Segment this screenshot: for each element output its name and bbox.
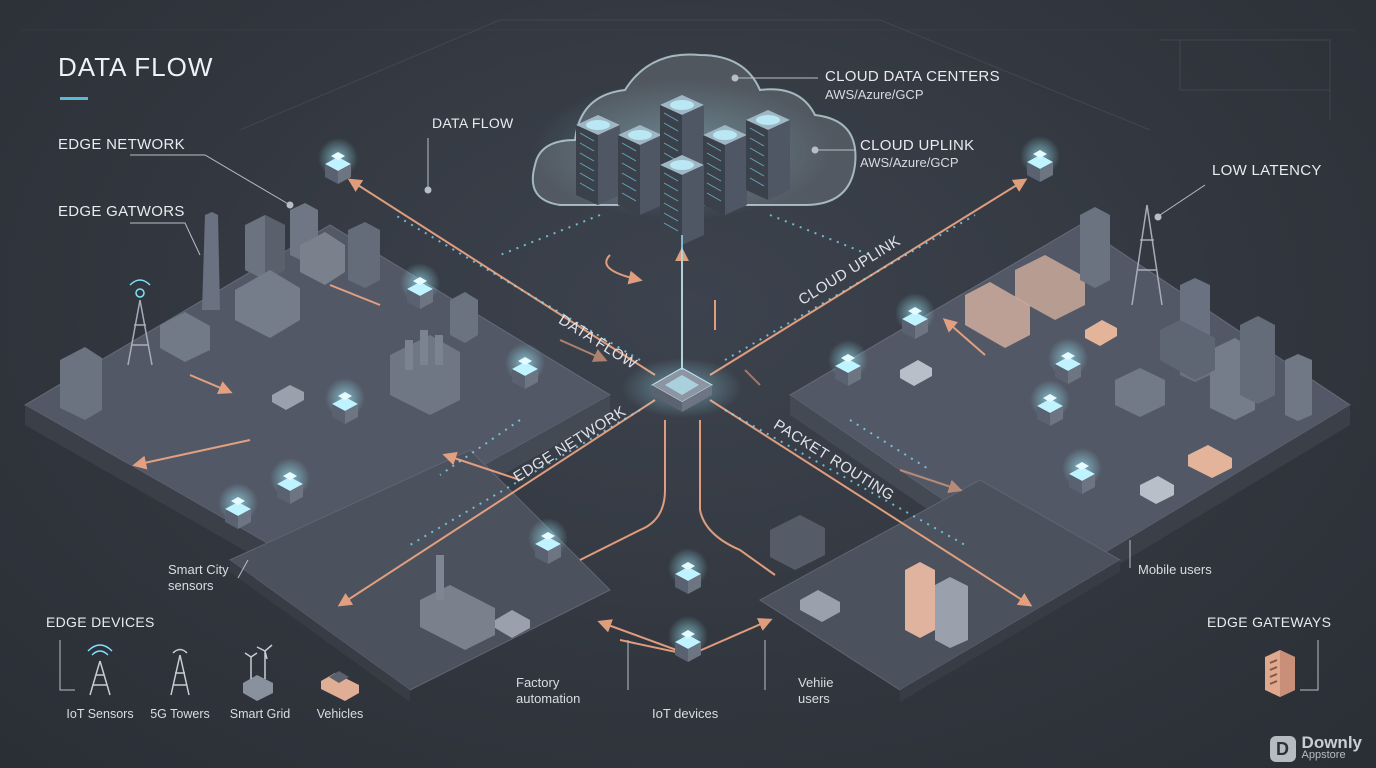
edge-node-icon: [1062, 448, 1102, 494]
edge-node-icon: [1020, 136, 1060, 182]
edge-node-icon: [1048, 338, 1088, 384]
page-title: DATA FLOW: [58, 52, 214, 82]
label-low-latency: LOW LATENCY: [1212, 162, 1322, 179]
server-rack: [618, 125, 662, 215]
right-lower-buildings: [770, 515, 968, 648]
right-buildings: [900, 204, 1312, 504]
label-factory-automation: Factory automation: [516, 675, 580, 707]
central-hub: [622, 358, 742, 418]
edge-nodes: [218, 136, 1102, 662]
left-buildings: [60, 203, 478, 420]
edge-node-icon: [318, 138, 358, 184]
watermark-text: Downly Appstore: [1301, 733, 1362, 762]
label-cloud-data-centers: CLOUD DATA CENTERS: [825, 68, 1000, 85]
label-vehicle-line1: Vehiie: [798, 675, 834, 690]
watermark: D Downly Appstore: [1269, 733, 1362, 762]
server-rack: [660, 155, 704, 245]
watermark-name: Downly: [1301, 733, 1362, 752]
cloud-server-racks: [576, 95, 790, 245]
left-tower-icon: [127, 279, 153, 366]
edge-node-icon: [1030, 380, 1070, 426]
car-icon: [321, 671, 359, 701]
label-vehicle-line2: users: [798, 691, 830, 706]
edge-node-icon: [325, 378, 365, 424]
legend-label: 5G Towers: [150, 707, 210, 721]
edge-node-icon: [528, 518, 568, 564]
label-data-flow-callout: DATA FLOW: [432, 115, 514, 131]
label-factory-line2: automation: [516, 691, 581, 706]
gateway-building-icon: [1265, 650, 1295, 697]
data-particle-streams: [394, 214, 976, 546]
label-cloud-uplink: CLOUD UPLINK: [860, 137, 975, 154]
watermark-sub: Appstore: [1301, 749, 1346, 761]
antenna-tower-icon: [87, 644, 113, 696]
label-factory-line1: Factory: [516, 675, 560, 690]
callout-lines: [59, 74, 1319, 691]
title-underline: [60, 97, 88, 100]
edge-node-icon: [668, 616, 708, 662]
label-edge-gatwors: EDGE GATWORS: [58, 203, 185, 220]
label-cloud-data-centers-sub: AWS/Azure/GCP: [825, 87, 924, 102]
label-iot-devices: IoT devices: [652, 706, 719, 721]
legend-label: Vehicles: [316, 707, 364, 721]
server-rack: [746, 110, 790, 200]
wind-turbine-factory-icon: [243, 644, 273, 701]
label-edge-devices: EDGE DEVICES: [46, 614, 155, 630]
label-mobile-users: Mobile users: [1138, 562, 1212, 577]
edge-node-icon: [270, 458, 310, 504]
factory-buildings: [420, 555, 530, 650]
server-rack: [703, 125, 747, 215]
label-smart-city: Smart City sensors: [168, 562, 229, 594]
label-vehicle-users: Vehiie users: [798, 675, 833, 707]
legend-label: IoT Sensors: [66, 707, 134, 721]
edge-node-icon: [828, 340, 868, 386]
edge-node-icon: [505, 343, 545, 389]
edge-node-icon: [668, 548, 708, 594]
server-rack: [576, 115, 620, 205]
label-cloud-uplink-sub: AWS/Azure/GCP: [860, 155, 959, 170]
label-edge-network: EDGE NETWORK: [58, 136, 185, 153]
label-edge-gateways: EDGE GATEWAYS: [1207, 614, 1332, 630]
legend-label: Smart Grid: [229, 707, 291, 721]
label-smart-city-line2: sensors: [168, 578, 214, 593]
edge-node-icon: [895, 293, 935, 339]
edge-node-icon: [400, 263, 440, 309]
edge-node-icon: [218, 483, 258, 529]
label-smart-city-line1: Smart City: [168, 562, 229, 577]
downly-logo-icon: D: [1269, 736, 1296, 762]
blueprint-lines: [20, 19, 1356, 131]
cell-tower-icon: [170, 648, 190, 696]
